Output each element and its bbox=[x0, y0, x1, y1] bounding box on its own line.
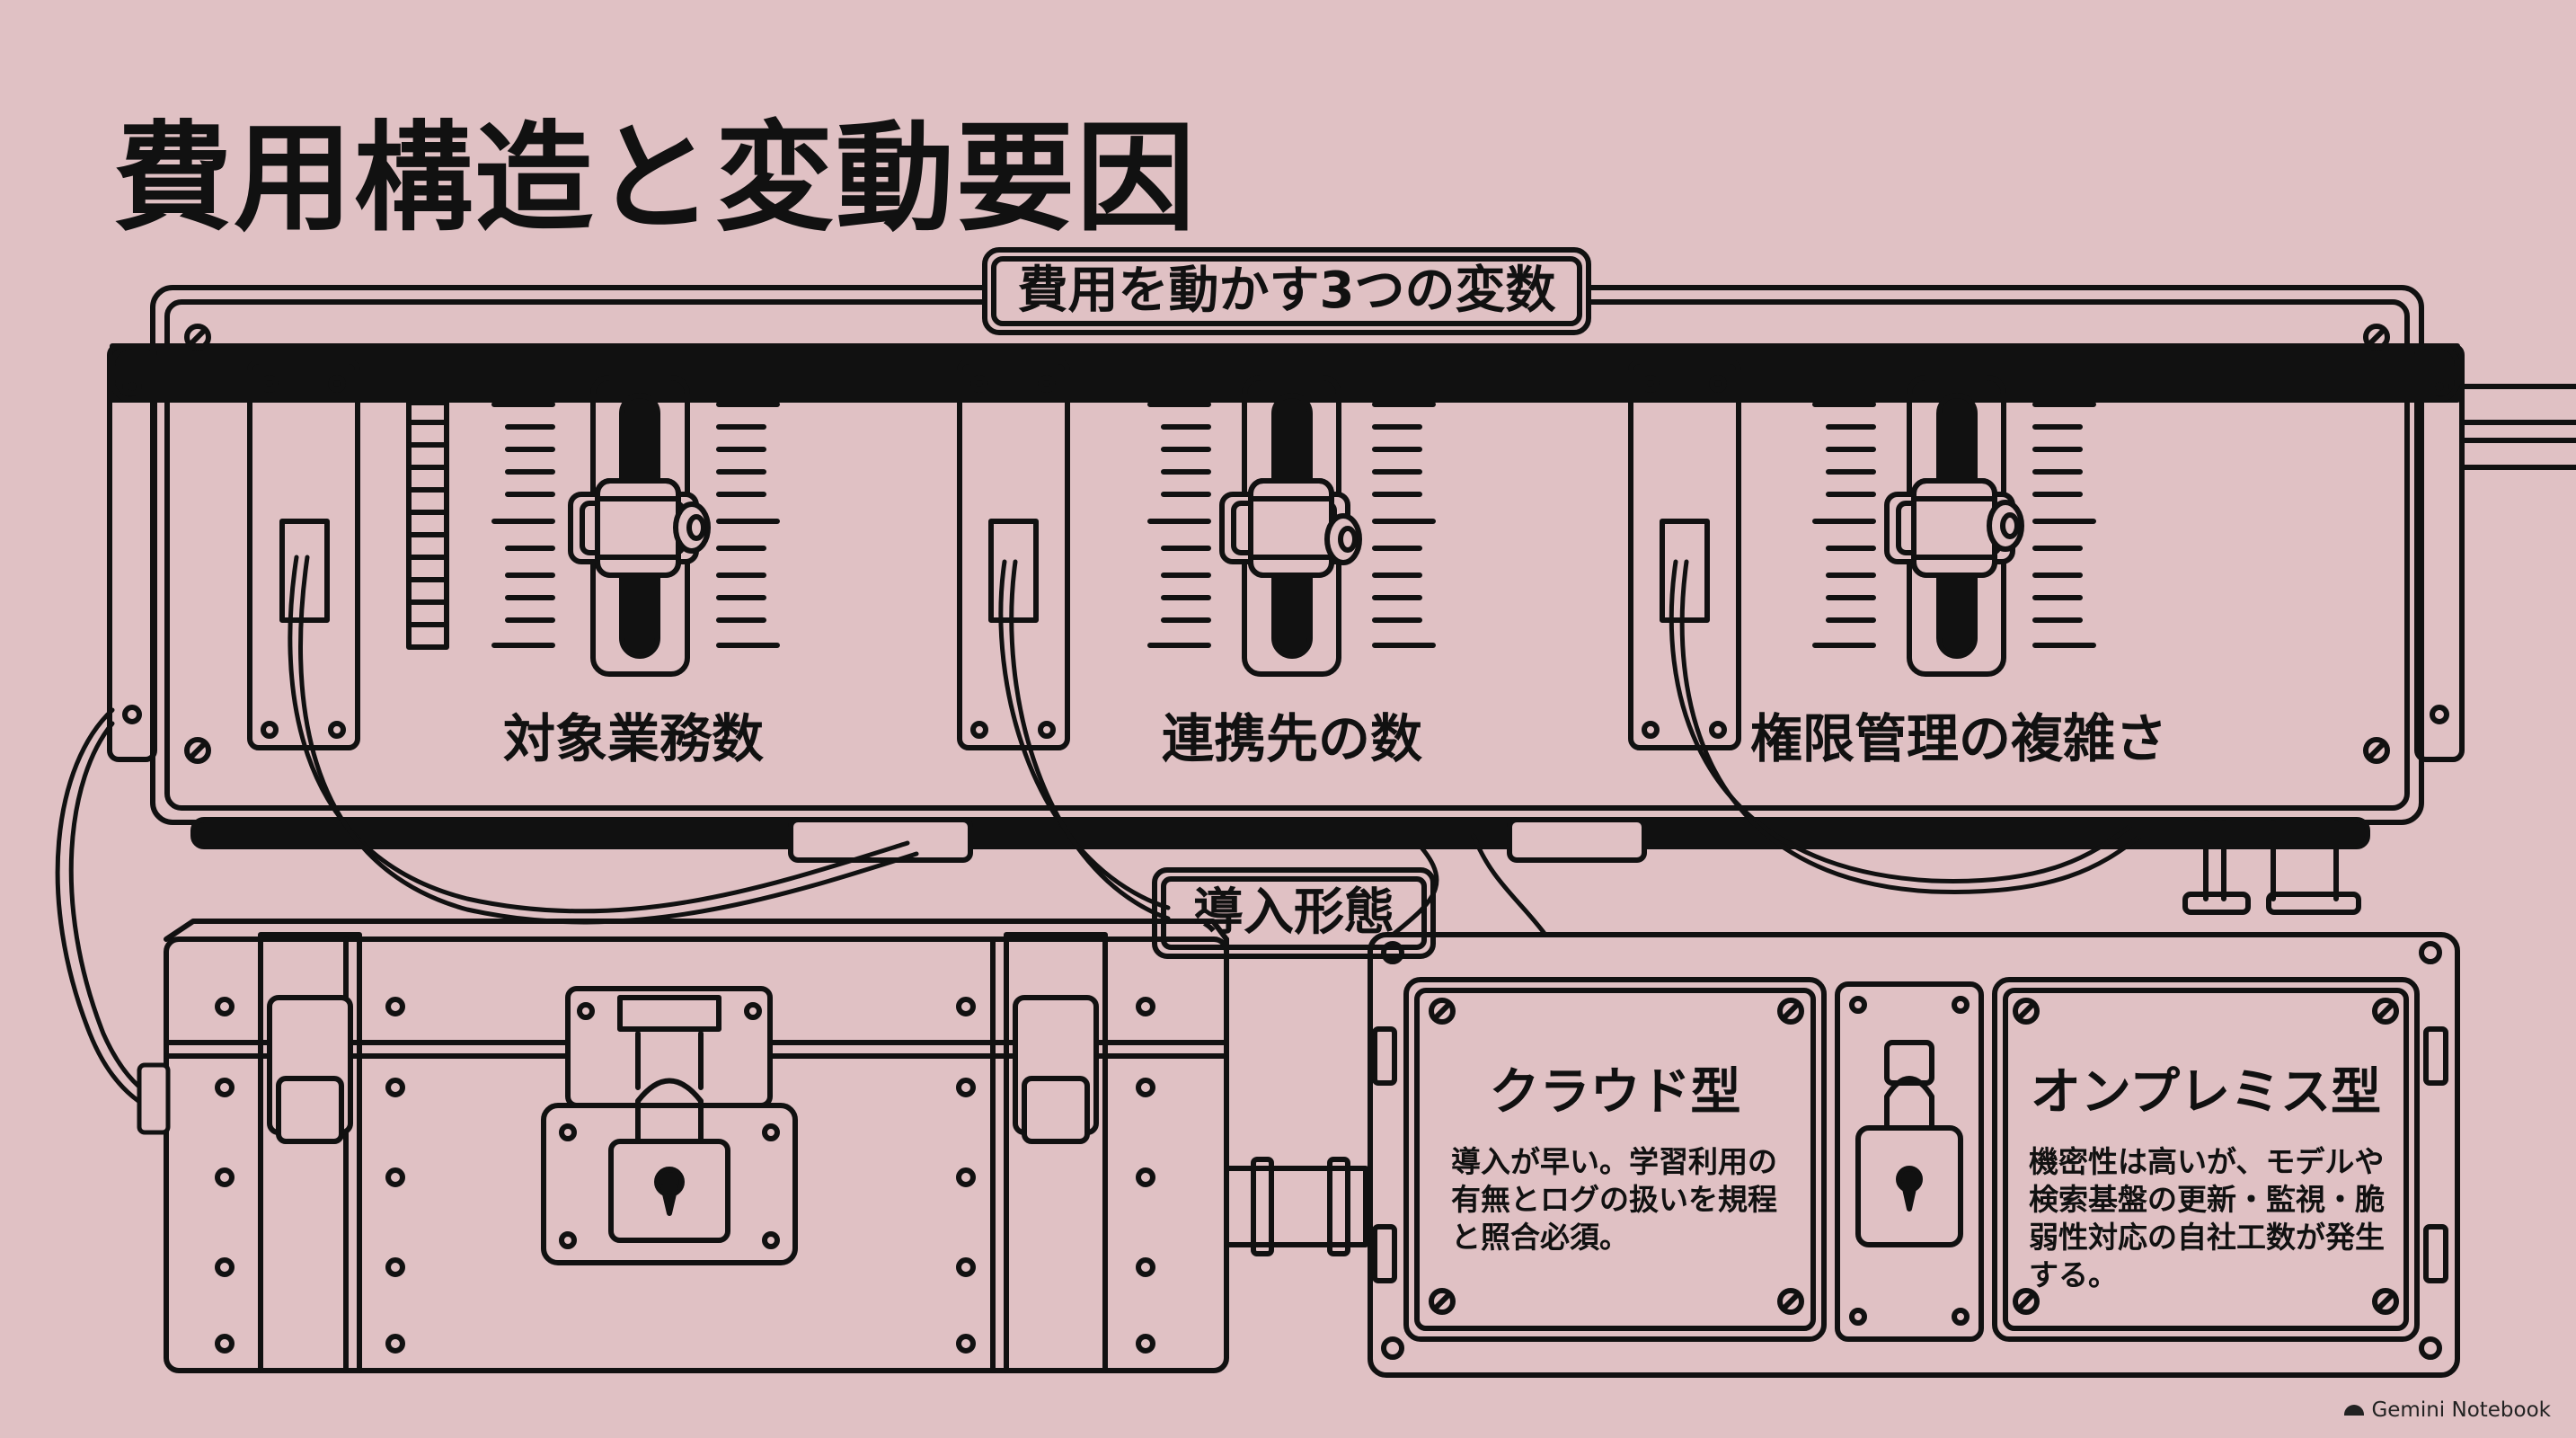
watermark-text: Gemini Notebook bbox=[2371, 1398, 2551, 1422]
variable-label-1: 対象業務数 bbox=[502, 708, 764, 769]
variable-label-2: 連携先の数 bbox=[1161, 708, 1422, 769]
page-title: 費用構造と変動要因 bbox=[113, 110, 1197, 248]
module-1 bbox=[247, 359, 780, 750]
chest bbox=[164, 919, 1229, 1373]
cables bbox=[55, 555, 2141, 1135]
variables-header: 費用を動かす3つの変数 bbox=[1017, 262, 1556, 320]
watermark: Gemini Notebook bbox=[2344, 1398, 2551, 1422]
deployment-header: 導入形態 bbox=[1193, 883, 1394, 942]
cloud-card-title: クラウド型 bbox=[1489, 1063, 1741, 1122]
gemini-icon bbox=[2344, 1405, 2365, 1416]
rack-connectors bbox=[788, 817, 2361, 915]
deployment-box bbox=[1368, 932, 2460, 1378]
variable-label-3: 権限管理の複雑さ bbox=[1749, 708, 2167, 769]
module-3 bbox=[1628, 359, 2096, 750]
onprem-card-title: オンプレミス型 bbox=[2030, 1063, 2382, 1122]
padlock-shackle bbox=[635, 1078, 704, 1144]
module-2 bbox=[957, 359, 1436, 750]
cloud-card-body: 導入が早い。学習利用の有無とログの扱いを規程と照合必須。 bbox=[1451, 1144, 1777, 1255]
onprem-card-body: 機密性は高いが、モデルや検索基盤の更新・監視・脆弱性対応の自社工数が発生する。 bbox=[2029, 1144, 2385, 1292]
header-plate-top bbox=[982, 247, 1591, 335]
onprem-card bbox=[1992, 977, 2420, 1342]
control-rack bbox=[107, 285, 2576, 849]
pipe-coupling bbox=[1224, 1157, 1368, 1256]
cloud-card bbox=[1403, 977, 1827, 1342]
rack-screws bbox=[122, 324, 2449, 764]
